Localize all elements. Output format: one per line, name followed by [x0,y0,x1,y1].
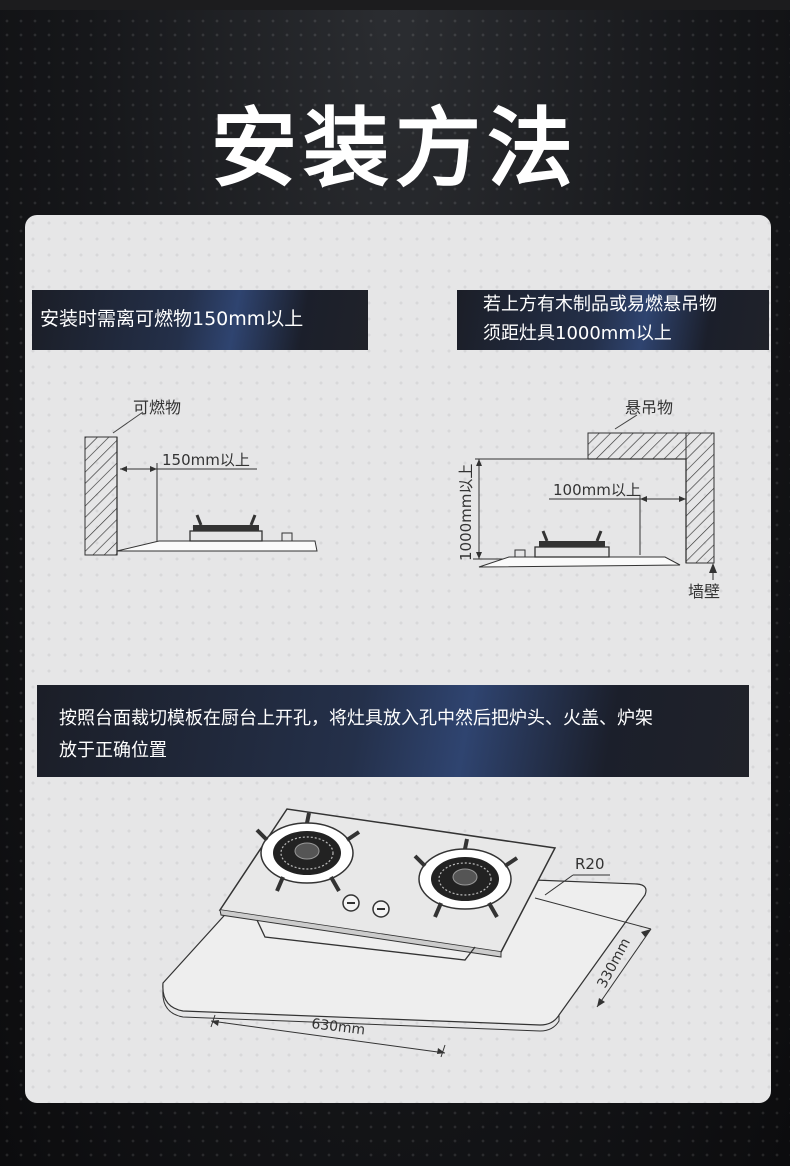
combustible-label: 可燃物 [133,398,181,417]
horizontal-distance-label: 100mm以上 [553,481,641,499]
hanging-object [587,432,687,460]
left-distance-label: 150mm以上 [162,451,250,469]
overhead-clearance-diagram: 悬吊物 1000mm以上 100mm以上 [457,398,720,601]
burner-right [413,838,519,918]
width-dimension-label: 630mm [311,1016,367,1038]
stove-side-view-left [116,514,318,552]
clearance-banner-right-line2: 须距灶具1000mm以上 [483,323,672,344]
vertical-distance-label: 1000mm以上 [457,464,475,561]
combustible-wall [84,436,118,556]
cooktop-cutout-diagram: R20 630mm 330mm [162,808,652,1058]
clearance-banner-right: 若上方有木制品或易燃悬吊物 须距灶具1000mm以上 [457,290,769,350]
instruction-line-1: 按照台面裁切模板在厨台上开孔，将灶具放入孔中然后把炉头、火盖、炉架 [59,708,653,729]
combustible-leader [112,411,144,434]
installation-card: 安装时需离可燃物150mm以上 若上方有木制品或易燃悬吊物 须距灶具1000mm… [25,215,771,1103]
instruction-banner: 按照台面裁切模板在厨台上开孔，将灶具放入孔中然后把炉头、火盖、炉架 放于正确位置 [37,685,749,777]
instruction-line-2: 放于正确位置 [59,740,167,761]
clearance-banner-left-text: 安装时需离可燃物150mm以上 [40,308,304,330]
wall [685,432,715,564]
stove-side-view-right [478,530,681,568]
hanging-leader [614,414,638,430]
clearance-banner-left: 安装时需离可燃物150mm以上 [32,290,368,350]
burner-left [255,812,361,892]
wall-label: 墙壁 [688,582,720,601]
top-border [0,0,790,10]
corner-radius-label: R20 [575,855,605,873]
clearance-banner-right-line1: 若上方有木制品或易燃悬吊物 [483,294,717,315]
page-title: 安装方法 [211,99,579,199]
side-clearance-diagram: 可燃物 150mm以上 悬吊物 [84,398,720,1058]
hanging-label: 悬吊物 [625,398,673,417]
